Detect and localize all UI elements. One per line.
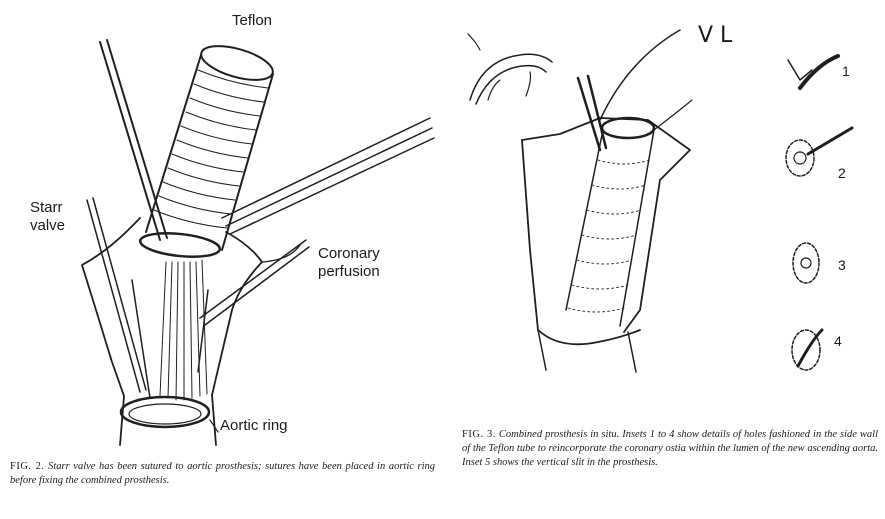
label-perfusion: perfusion: [318, 263, 380, 280]
figure-3-drawing: A V L: [466, 23, 852, 372]
figure-2-caption-text: Starr valve has been sutured to aortic p…: [10, 461, 435, 486]
label-aortic-ring: Aortic ring: [220, 417, 288, 434]
inset-1-number: 1: [842, 63, 850, 79]
prosthesis-in-situ: [522, 76, 692, 372]
figure-2-caption-label: FIG. 2.: [10, 461, 45, 472]
figure-2-caption: FIG. 2. Starr valve has been sutured to …: [10, 460, 435, 488]
inset-4: 4: [792, 330, 842, 370]
figure-3-caption-label: FIG. 3.: [462, 429, 496, 440]
inset-2-number: 2: [838, 165, 846, 181]
suture-lines-left: [87, 40, 167, 392]
inset-top-left: A: [466, 34, 552, 104]
inset-4-number: 4: [834, 333, 842, 349]
figure-3-caption-text: Combined prosthesis in situ. Insets 1 to…: [462, 429, 878, 468]
coronary-perfusion-cannula: [222, 118, 434, 234]
inset-2: 2: [786, 128, 852, 181]
figure-3-caption: FIG. 3. Combined prosthesis in situ. Ins…: [462, 428, 878, 470]
label-starr-valve-line2: valve: [30, 217, 65, 234]
label-coronary: Coronary: [318, 245, 380, 262]
teflon-tube: [139, 39, 276, 260]
label-starr-valve-line1: Starr: [30, 199, 63, 216]
inset-1: 1: [788, 56, 850, 88]
inset-3-number: 3: [838, 257, 846, 273]
aortic-ring-drawing: [120, 395, 218, 445]
figure-2-drawing: Teflon Starr valve Coronary perfusion Ao…: [30, 12, 434, 445]
label-vl-marks: V L: [698, 23, 733, 48]
label-teflon: Teflon: [232, 12, 272, 29]
inset-3: 3: [793, 243, 846, 283]
